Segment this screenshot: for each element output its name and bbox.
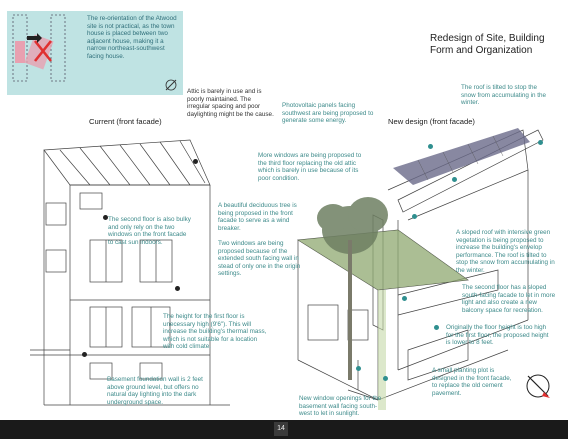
marker-dot	[193, 159, 198, 164]
inset-note: The re-orientation of the Atwood site is…	[87, 15, 183, 61]
note-balcony: The second floor has a sloped south-faci…	[462, 284, 558, 314]
note-basement: Basement foundation wall is 2 feet above…	[107, 376, 203, 406]
marker-dot	[383, 376, 388, 381]
note-first-floor: The height for the first floor is uneces…	[163, 313, 269, 351]
note-more-windows: More windows are being proposed to the t…	[258, 152, 362, 182]
site-orientation-diagram	[7, 11, 87, 95]
marker-dot	[434, 325, 439, 330]
marker-dot	[428, 144, 433, 149]
note-floor-height: Originally the floor height is too high …	[446, 324, 554, 347]
compass-icon	[520, 370, 560, 404]
note-tree: A beautiful deciduous tree is being prop…	[218, 202, 302, 232]
site-orientation-inset: The re-orientation of the Atwood site is…	[7, 11, 183, 95]
page-title-line1: Redesign of Site, Building	[430, 33, 545, 45]
note-planting: A small planting plot is designed in the…	[432, 367, 518, 397]
marker-dot	[82, 352, 87, 357]
note-basement-windows: New window openings for the basement wal…	[299, 395, 387, 418]
note-green-roof: A sloped roof with intensive green veget…	[456, 229, 556, 275]
marker-dot	[356, 366, 361, 371]
marker-dot	[402, 296, 407, 301]
note-pv: Photovoltaic panels facing southwest are…	[282, 102, 378, 125]
marker-dot	[452, 177, 457, 182]
note-attic: Attic is barely in use and is poorly mai…	[187, 88, 275, 118]
note-second-floor: The second floor is also bulky and only …	[108, 216, 192, 246]
marker-dot	[538, 140, 543, 145]
page-number: 14	[274, 422, 288, 436]
note-roof-tilt: The roof is tilted to stop the snow from…	[461, 84, 553, 107]
page-footer: 14	[0, 420, 568, 439]
marker-dot	[175, 286, 180, 291]
note-two-windows: Two windows are being proposed because o…	[218, 240, 302, 278]
page-title-line2: Form and Organization	[430, 45, 532, 57]
current-facade-sketch	[30, 125, 240, 415]
marker-dot	[412, 214, 417, 219]
compass-icon	[163, 77, 181, 93]
